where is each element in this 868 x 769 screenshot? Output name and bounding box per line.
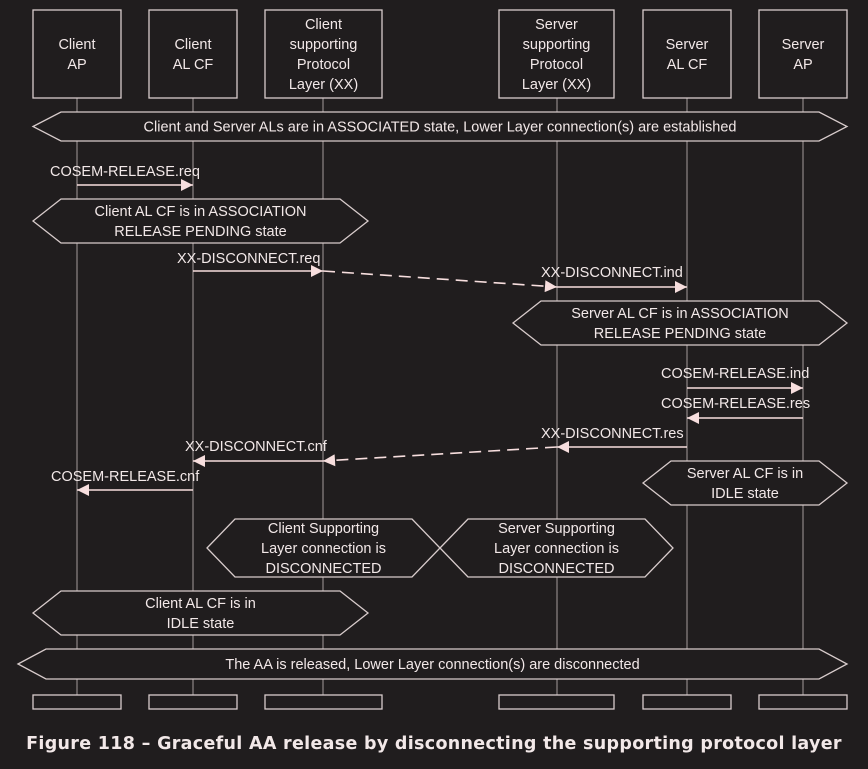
message-label: COSEM-RELEASE.ind bbox=[661, 366, 809, 382]
state-label: Server AL CF is in ASSOCIATION bbox=[571, 306, 789, 322]
participant-end-box-server-al-cf bbox=[642, 694, 732, 710]
state-released: The AA is released, Lower Layer connecti… bbox=[16, 648, 849, 680]
message-cosem-release-req: COSEM-RELEASE.req bbox=[50, 164, 200, 191]
state-client-idle: Client AL CF is in IDLE state bbox=[31, 590, 370, 636]
participant-end-box-client-al-cf bbox=[148, 694, 238, 710]
participant-label: Protocol bbox=[297, 57, 350, 73]
message-xx-disconnect-cnf: XX-DISCONNECT.cnf bbox=[185, 439, 328, 467]
message-label: XX-DISCONNECT.cnf bbox=[185, 439, 328, 455]
participant-label: Client bbox=[174, 37, 211, 53]
participant-box bbox=[264, 9, 383, 99]
participant-label: AL CF bbox=[667, 57, 708, 73]
state-shape bbox=[31, 590, 370, 636]
message-arrow bbox=[322, 446, 558, 467]
message-label: XX-DISCONNECT.res bbox=[541, 426, 684, 442]
state-shape bbox=[16, 648, 849, 680]
state-shape bbox=[31, 111, 849, 142]
state-label: Layer connection is bbox=[494, 541, 619, 557]
participant-label: Server bbox=[782, 37, 825, 53]
participant-box bbox=[642, 9, 732, 99]
message-cosem-release-ind: COSEM-RELEASE.ind bbox=[661, 366, 809, 394]
state-label: RELEASE PENDING state bbox=[114, 224, 286, 240]
state-shape bbox=[511, 300, 849, 346]
participant-label: Server bbox=[535, 17, 578, 33]
participant-label: AL CF bbox=[173, 57, 214, 73]
participant-box bbox=[758, 9, 848, 99]
message-arrow bbox=[322, 270, 558, 293]
message-label: COSEM-RELEASE.cnf bbox=[51, 469, 200, 485]
participant-label: Layer (XX) bbox=[522, 77, 591, 93]
state-label: IDLE state bbox=[167, 616, 235, 632]
state-shape bbox=[31, 198, 370, 244]
state-label: RELEASE PENDING state bbox=[594, 326, 766, 342]
participant-client-al-cf: Client AL CF bbox=[148, 9, 238, 99]
state-label: Client AL CF is in ASSOCIATION bbox=[95, 204, 307, 220]
message-xx-transport-req bbox=[322, 270, 558, 293]
participant-box bbox=[498, 9, 615, 99]
state-label: Client Supporting bbox=[268, 521, 379, 537]
participant-label: supporting bbox=[523, 37, 591, 53]
participant-end-box-client-ap bbox=[32, 694, 122, 710]
message-label: XX-DISCONNECT.req bbox=[177, 251, 320, 267]
state-label: Client and Server ALs are in ASSOCIATED … bbox=[144, 120, 737, 136]
participant-server-al-cf: Server AL CF bbox=[642, 9, 732, 99]
state-label: Server AL CF is in bbox=[687, 466, 803, 482]
state-label: Client AL CF is in bbox=[145, 596, 256, 612]
state-server-idle: Server AL CF is in IDLE state bbox=[641, 460, 849, 506]
participant-label: AP bbox=[67, 57, 86, 73]
message-label: COSEM-RELEASE.req bbox=[50, 164, 200, 180]
participant-end-box-server-ap bbox=[758, 694, 848, 710]
figure-caption: Figure 118 – Graceful AA release by disc… bbox=[26, 734, 842, 754]
message-xx-transport-res bbox=[322, 446, 558, 467]
participant-end-box-client-xx bbox=[264, 694, 383, 710]
state-shape bbox=[439, 518, 674, 578]
participant-end-box-server-xx bbox=[498, 694, 615, 710]
state-label: DISCONNECTED bbox=[265, 561, 381, 577]
message-cosem-release-res: COSEM-RELEASE.res bbox=[661, 396, 810, 424]
message-xx-disconnect-ind: XX-DISCONNECT.ind bbox=[541, 265, 687, 293]
participant-box bbox=[32, 9, 122, 99]
participant-label: Client bbox=[58, 37, 95, 53]
state-label: The AA is released, Lower Layer connecti… bbox=[225, 657, 639, 673]
participant-label: AP bbox=[793, 57, 812, 73]
message-label: COSEM-RELEASE.res bbox=[661, 396, 810, 412]
state-label: DISCONNECTED bbox=[498, 561, 614, 577]
participant-label: Server bbox=[666, 37, 709, 53]
message-label: XX-DISCONNECT.ind bbox=[541, 265, 683, 281]
message-xx-disconnect-req: XX-DISCONNECT.req bbox=[177, 251, 323, 277]
state-label: Layer connection is bbox=[261, 541, 386, 557]
state-label: Server Supporting bbox=[498, 521, 615, 537]
message-cosem-release-cnf: COSEM-RELEASE.cnf bbox=[51, 469, 200, 496]
state-label: IDLE state bbox=[711, 486, 779, 502]
state-client-release-pending: Client AL CF is in ASSOCIATION RELEASE PE… bbox=[31, 198, 370, 244]
state-server-release-pending: Server AL CF is in ASSOCIATION RELEASE PE… bbox=[511, 300, 849, 346]
participant-label: Protocol bbox=[530, 57, 583, 73]
message-xx-disconnect-res: XX-DISCONNECT.res bbox=[541, 426, 687, 453]
state-shape bbox=[641, 460, 849, 506]
participant-box bbox=[148, 9, 238, 99]
state-associated: Client and Server ALs are in ASSOCIATED … bbox=[31, 111, 849, 142]
participant-label: Layer (XX) bbox=[289, 77, 358, 93]
participant-label: Client bbox=[305, 17, 342, 33]
participant-label: supporting bbox=[290, 37, 358, 53]
